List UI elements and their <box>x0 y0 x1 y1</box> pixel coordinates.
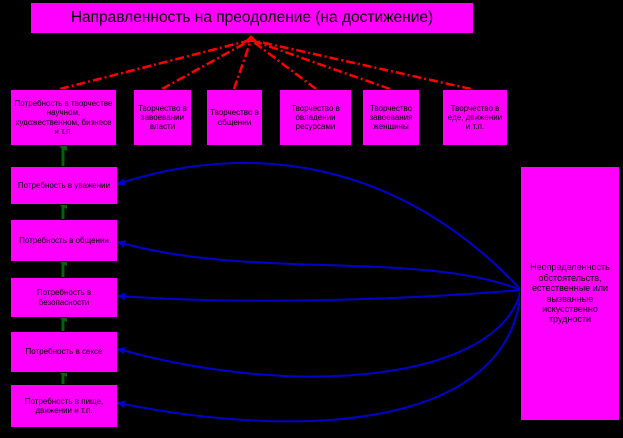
need-sex-box: Потребность в сексе <box>10 331 118 373</box>
dashed-link-4 <box>250 39 317 90</box>
blue-curve-1 <box>117 161 522 291</box>
need-respect-box: Потребность в уважении <box>10 166 118 205</box>
need-safety-box: Потребность в безопасности <box>10 277 118 318</box>
blue-curve-4 <box>117 289 522 378</box>
blue-curve-5 <box>117 289 522 423</box>
blue-curve-3 <box>117 289 522 302</box>
creativity-resources-box: Творчество в овладении ресурсами <box>279 89 352 146</box>
uncertainty-box: Неопределенность обстоятельств, естестве… <box>520 166 620 421</box>
creativity-woman-box: Творчество завоевания женщины <box>362 89 420 146</box>
blue-curve-2 <box>117 240 522 291</box>
dashed-link-3 <box>232 39 253 90</box>
creativity-food-box: Творчество в еде, движении и т.п. <box>442 89 508 146</box>
creativity-science-box: Потребность в творчестве научном, художе… <box>10 89 117 146</box>
creativity-power-box: Творчество в завоевании власти <box>133 89 192 146</box>
need-communication-box: Потребность в общении <box>10 219 118 262</box>
dashed-link-1 <box>59 38 252 91</box>
dashed-link-6 <box>250 38 472 91</box>
creativity-communication-box: Творчество в общении <box>206 89 263 146</box>
title-box: Направленность на преодоление (на достиж… <box>30 2 474 34</box>
need-food-movement-box: Потребность в пище, движении и т.п. <box>10 384 118 428</box>
title-arrowhead <box>244 35 258 42</box>
dashed-link-5 <box>250 38 391 91</box>
